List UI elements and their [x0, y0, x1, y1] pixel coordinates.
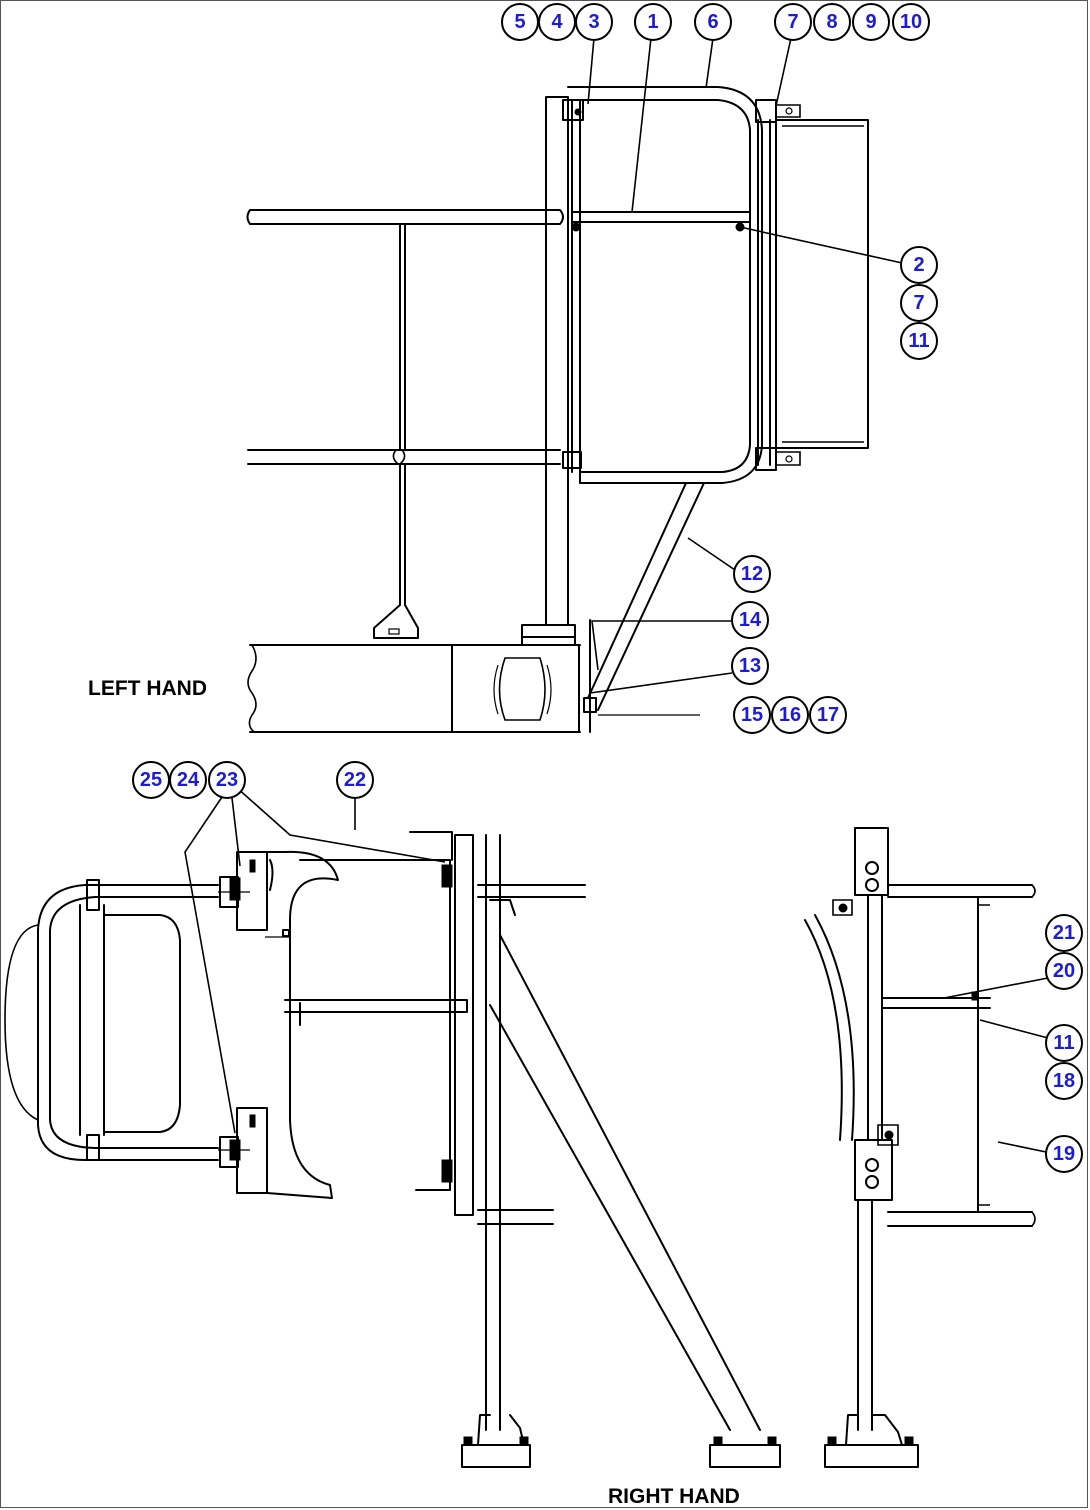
- svg-text:1: 1: [647, 11, 658, 33]
- svg-text:20: 20: [1053, 960, 1075, 982]
- callout-20[interactable]: 20: [1045, 952, 1083, 990]
- svg-text:23: 23: [216, 769, 238, 791]
- right-hand-view: RIGHT HAND: [4, 786, 1049, 1508]
- callout-6[interactable]: 6: [694, 3, 732, 41]
- svg-text:16: 16: [779, 704, 801, 726]
- callout-7-second[interactable]: 7: [900, 284, 938, 322]
- gate-top-view: [4, 831, 474, 1216]
- svg-text:24: 24: [177, 769, 200, 791]
- callout-11-second[interactable]: 11: [1045, 1024, 1083, 1062]
- left-leaders: [587, 37, 903, 694]
- svg-text:18: 18: [1053, 1070, 1075, 1092]
- callout-5[interactable]: 5: [501, 3, 539, 41]
- brace: [583, 482, 705, 733]
- svg-text:25: 25: [140, 769, 162, 791]
- handrail: [246, 96, 584, 646]
- svg-text:17: 17: [817, 704, 839, 726]
- callout-15[interactable]: 15: [733, 696, 771, 734]
- hinge-side-view: [804, 827, 1036, 1468]
- svg-text:13: 13: [739, 655, 761, 677]
- post-and-brace: [461, 834, 781, 1468]
- svg-text:6: 6: [707, 11, 718, 33]
- callout-7[interactable]: 7: [774, 3, 812, 41]
- svg-text:21: 21: [1053, 922, 1075, 944]
- svg-text:19: 19: [1053, 1143, 1075, 1165]
- svg-text:2: 2: [913, 254, 924, 276]
- callout-18[interactable]: 18: [1045, 1062, 1083, 1100]
- svg-text:8: 8: [826, 11, 837, 33]
- callout-14[interactable]: 14: [731, 601, 769, 639]
- callout-8[interactable]: 8: [813, 3, 851, 41]
- right-leaders: [184, 786, 1049, 1153]
- callout-16[interactable]: 16: [771, 696, 809, 734]
- gate: [567, 86, 869, 484]
- callout-12[interactable]: 12: [733, 555, 771, 593]
- callout-11[interactable]: 11: [900, 322, 938, 360]
- svg-text:3: 3: [588, 11, 599, 33]
- svg-text:4: 4: [551, 11, 563, 33]
- callout-4[interactable]: 4: [538, 3, 576, 41]
- callout-3[interactable]: 3: [575, 3, 613, 41]
- svg-text:22: 22: [344, 769, 366, 791]
- callout-1[interactable]: 1: [634, 3, 672, 41]
- callout-2[interactable]: 2: [900, 246, 938, 284]
- left-hand-label: LEFT HAND: [88, 677, 207, 700]
- callout-23[interactable]: 23: [208, 761, 246, 799]
- right-hand-label: RIGHT HAND: [608, 1485, 740, 1508]
- svg-text:10: 10: [900, 11, 922, 33]
- callout-21[interactable]: 21: [1045, 914, 1083, 952]
- svg-text:7: 7: [787, 11, 798, 33]
- callouts: 5 4 3 1 6 7 8 9 10 2 7 11 12 14 13 15 16…: [132, 3, 1083, 1173]
- callout-19[interactable]: 19: [1045, 1135, 1083, 1173]
- svg-text:5: 5: [514, 11, 525, 33]
- svg-text:11: 11: [908, 330, 929, 352]
- svg-text:12: 12: [741, 563, 763, 585]
- svg-text:9: 9: [865, 11, 876, 33]
- callout-25[interactable]: 25: [132, 761, 170, 799]
- callout-17[interactable]: 17: [809, 696, 847, 734]
- callout-10[interactable]: 10: [892, 3, 930, 41]
- callout-24[interactable]: 24: [169, 761, 207, 799]
- svg-text:7: 7: [913, 292, 924, 314]
- svg-text:11: 11: [1053, 1032, 1074, 1054]
- svg-text:14: 14: [739, 609, 762, 631]
- svg-text:15: 15: [741, 704, 763, 726]
- callout-22[interactable]: 22: [336, 761, 374, 799]
- platform-beam: [247, 644, 581, 733]
- callout-9[interactable]: 9: [852, 3, 890, 41]
- left-hand-view: LEFT HAND: [88, 37, 903, 733]
- callout-13[interactable]: 13: [731, 647, 769, 685]
